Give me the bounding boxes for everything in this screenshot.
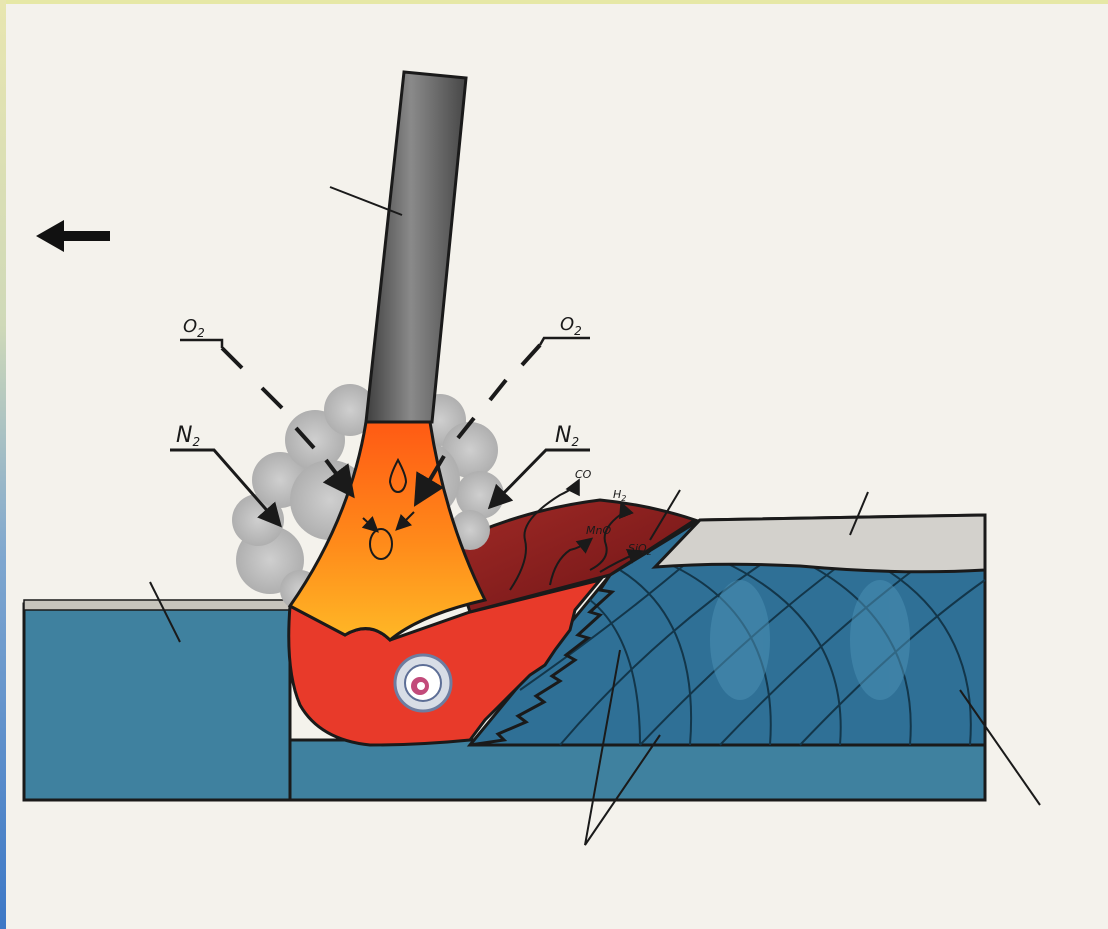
base-metal-right — [290, 740, 985, 800]
co-label: CO — [575, 468, 592, 481]
left-arrow-icon — [36, 220, 110, 252]
base-metal-strip — [24, 600, 290, 610]
nitrogen-left-label: N2 — [176, 423, 200, 449]
base-metal-plate — [24, 604, 290, 800]
electrode — [366, 72, 466, 422]
nitrogen-right-label: N2 — [555, 423, 579, 449]
mno-label: MnO — [586, 524, 611, 537]
oxygen-left-label: O2 — [183, 316, 205, 340]
gas-bubble-swirl — [395, 655, 451, 711]
h2-label: H2 — [613, 488, 626, 503]
oxygen-right-label: O2 — [560, 314, 582, 338]
solid-slag — [655, 515, 985, 572]
